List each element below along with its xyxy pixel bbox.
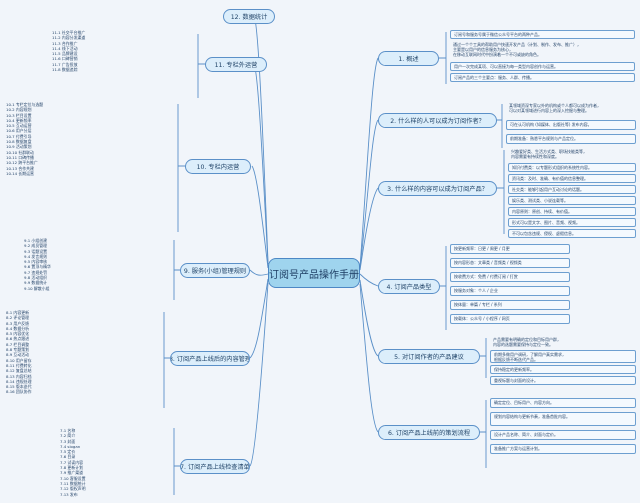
- link-b5: [359, 279, 379, 357]
- topic-b8[interactable]: 8. 订阅产品上线后的内容管理: [170, 351, 250, 366]
- b3-note-3: 资讯类：及时、准确、有价值的信息整理。: [508, 174, 636, 183]
- topic-b2[interactable]: 2. 什么样的人可以成为订阅作者？: [378, 113, 497, 128]
- b3-note-6: 内容原则：原创、持续、有价值。: [508, 207, 636, 216]
- b7-note: 7.1 名称 7.2 简介 7.3 封面 7.4 slogan 7.5 定价 7…: [60, 428, 86, 497]
- b6-note-3: 设计产品名称、简介、封面与定价。: [490, 430, 636, 440]
- link-b3: [359, 187, 379, 271]
- link-b7: [249, 282, 269, 467]
- link-b4: [359, 273, 379, 287]
- b4-note-2: 按内容形态：文章类 / 音频类 / 视频类: [450, 258, 570, 268]
- b5-note-2: 前期多做用户调研，了解用户真实需求， 根据反馈不断迭代产品。: [490, 350, 636, 363]
- topic-b9[interactable]: 9. 服务(小组)管理规则: [180, 263, 250, 278]
- bracket-b4: [440, 246, 447, 330]
- topic-b4[interactable]: 4. 订阅产品类型: [378, 279, 440, 294]
- b3-note-8: 不可以包含违规、侵权、虚假信息。: [508, 229, 636, 238]
- b9-note: 9.1 小组创建 9.2 成员管理 9.3 话题设置 9.4 发言规则 9.5 …: [24, 238, 51, 291]
- b2-note-3: 前期准备：熟悉平台规则与产品定位。: [506, 134, 636, 144]
- b1-note-1: 订阅号和服务号属于微信公众号平台的两种产品。: [450, 30, 635, 39]
- b6-note-2: 规划内容结构与更新节奏，准备首批内容。: [490, 412, 636, 426]
- topic-b10[interactable]: 10. 专栏内运营: [185, 159, 251, 174]
- link-b9: [249, 269, 269, 276]
- topic-b7[interactable]: 7. 订阅产品上线检查清单: [180, 459, 250, 474]
- b1-note-4: 订阅产品的三个主要点：服务、人群、传播。: [450, 73, 635, 82]
- bracket-b7: [173, 428, 180, 495]
- link-b1: [359, 57, 379, 268]
- b3-note-4: 社交类：能够引起用户互动讨论的话题。: [508, 185, 636, 194]
- link-b2: [359, 119, 379, 269]
- bracket-b8: [163, 312, 170, 408]
- b3-note-1: 兴趣爱好类、生活方式类、职场技能类等， 内容需要有持续性和深度。: [511, 149, 587, 160]
- b11-note: 11.1 社交平台推广 11.2 内容分发渠道 11.3 合作推广 11.4 线…: [52, 30, 86, 73]
- bracket-b9: [173, 240, 180, 300]
- b5-note-4: 重视标题与封面的设计。: [490, 376, 636, 385]
- topic-b1[interactable]: 1. 概述: [378, 51, 439, 66]
- topic-b3[interactable]: 3. 什么样的内容可以成为订阅产品？: [378, 181, 497, 196]
- b4-note-6: 按载体：公众号 / 小程序 / 网页: [450, 314, 570, 324]
- central-topic[interactable]: 订阅号产品操作手册: [268, 258, 360, 288]
- topic-b5[interactable]: 5. 对订阅作者的产品建议: [378, 349, 480, 364]
- b3-note-2: 知识付费类：以专题形式组织的系统性内容。: [508, 163, 636, 172]
- b1-note-2: 通过一个个工具的帮助用户快速开发产品（计划、制作、发布、推广）， 主要是以用户的…: [453, 42, 581, 58]
- b10-note: 10.1 专栏定位与选题 10.2 内容规划 10.3 栏目设置 10.4 更新…: [6, 102, 44, 176]
- bracket-b10: [177, 104, 185, 232]
- link-b8: [249, 278, 269, 359]
- bracket-b1: [439, 32, 447, 84]
- link-b10: [251, 165, 269, 269]
- bracket-b3: [497, 150, 505, 234]
- bracket-b2: [497, 104, 503, 148]
- bracket-b11: [197, 34, 205, 98]
- topic-b12[interactable]: 12. 数据统计: [223, 9, 275, 24]
- b6-note-1: 确定定位、目标用户、内容方向。: [490, 398, 636, 408]
- b3-note-7: 形式可以是文字、图片、音频、视频。: [508, 218, 636, 227]
- b4-note-1: 按更新频率：日更 / 周更 / 月更: [450, 244, 570, 254]
- b4-note-4: 按服务对象：个人 / 企业: [450, 286, 570, 296]
- b8-note: 8.1 内容更新 8.2 评论管理 8.3 用户反馈 8.4 数据分析 8.5 …: [6, 310, 32, 395]
- b4-note-3: 按收费方式：免费 / 付费订阅 / 打赏: [450, 272, 570, 282]
- b1-note-3: 用户一次完成某项、可以直接为每一类型内容创作与运营。: [450, 62, 635, 71]
- topic-b11[interactable]: 11. 专栏外运营: [205, 57, 267, 72]
- b5-note-1: 产品需要有明确的定位和目标用户群， 内容的选题需要保持与定位一致。: [493, 337, 561, 348]
- bracket-b6: [480, 400, 487, 468]
- b6-note-4: 准备推广方案与运营计划。: [490, 444, 636, 454]
- bracket-b5: [480, 338, 487, 378]
- b3-note-5: 娱乐类、测试类、小说连载等。: [508, 196, 636, 205]
- link-b6: [359, 283, 379, 433]
- b2-note-2: 可在认可机构 (如媒体、出版社等) 发布内容。: [506, 120, 636, 130]
- b2-note-1: 某领域资深专家以外的机构或个人都可以成为作者， 可以对某领域进行内容上的深入挖掘…: [509, 103, 601, 114]
- topic-b6[interactable]: 6. 订阅产品上线前的策划流程: [378, 425, 480, 440]
- b5-note-3: 保持稳定的更新频率。: [490, 365, 636, 374]
- b4-note-5: 按体量：单篇 / 专栏 / 系列: [450, 300, 570, 310]
